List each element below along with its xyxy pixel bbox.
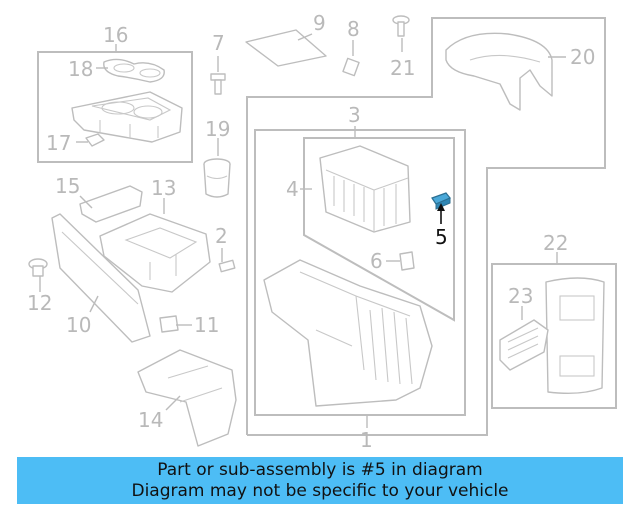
callout-12: 12 bbox=[27, 291, 52, 315]
leader-10 bbox=[89, 295, 99, 313]
callout-20: 20 bbox=[570, 45, 595, 69]
armrest-lid-20 bbox=[445, 32, 553, 111]
leader-9 bbox=[297, 33, 313, 41]
callout-2: 2 bbox=[215, 224, 228, 248]
leader-14 bbox=[165, 395, 181, 411]
callout-13: 13 bbox=[151, 176, 176, 200]
vent-23 bbox=[499, 319, 549, 371]
callout-8: 8 bbox=[347, 17, 360, 41]
bracket-15 bbox=[79, 185, 143, 223]
bolt-8 bbox=[342, 57, 360, 77]
storage-bin-3 bbox=[319, 145, 411, 233]
callout-14: 14 bbox=[138, 408, 163, 432]
callout-7: 7 bbox=[212, 31, 225, 55]
bin-subassembly-outline bbox=[303, 137, 455, 322]
callout-3: 3 bbox=[348, 103, 361, 127]
rear-vent-panel-22 bbox=[545, 277, 605, 395]
callout-1: 1 bbox=[360, 428, 373, 452]
group-22-outline bbox=[491, 263, 617, 409]
callout-4: 4 bbox=[286, 177, 299, 201]
callout-21: 21 bbox=[390, 56, 415, 80]
banner-line-disclaimer: Diagram may not be specific to your vehi… bbox=[131, 480, 509, 501]
pad-9 bbox=[245, 29, 327, 67]
arrow-5 bbox=[437, 203, 445, 224]
callout-16: 16 bbox=[103, 23, 128, 47]
callout-5: 5 bbox=[435, 225, 448, 249]
callout-18: 18 bbox=[68, 57, 93, 81]
main-assembly-outline bbox=[246, 17, 606, 436]
console-body-1 bbox=[263, 259, 433, 407]
cupholder-mat bbox=[103, 58, 165, 83]
group-16-outline bbox=[37, 51, 193, 163]
callout-9: 9 bbox=[313, 11, 326, 35]
cup-19 bbox=[203, 158, 231, 198]
callout-15: 15 bbox=[55, 174, 80, 198]
side-panel-10 bbox=[51, 213, 151, 343]
callout-23: 23 bbox=[508, 284, 533, 308]
callout-22: 22 bbox=[543, 231, 568, 255]
callout-6: 6 bbox=[370, 249, 383, 273]
clip-17 bbox=[85, 133, 105, 147]
bracket-13 bbox=[99, 213, 211, 293]
console-box-outline bbox=[254, 129, 466, 416]
bolt-12 bbox=[28, 258, 48, 277]
screw-21 bbox=[392, 15, 410, 37]
callout-19: 19 bbox=[205, 117, 230, 141]
screw-7 bbox=[210, 73, 226, 95]
clip-6 bbox=[399, 251, 415, 271]
callout-10: 10 bbox=[66, 313, 91, 337]
callout-17: 17 bbox=[46, 131, 71, 155]
callout-11: 11 bbox=[194, 313, 219, 337]
banner-line-part: Part or sub-assembly is #5 in diagram bbox=[157, 459, 483, 480]
cover-14 bbox=[137, 349, 237, 447]
info-banner: Part or sub-assembly is #5 in diagram Di… bbox=[17, 457, 623, 504]
bolt-2 bbox=[218, 259, 236, 273]
leader-15 bbox=[79, 195, 93, 209]
cupholder-assembly bbox=[71, 91, 183, 143]
clip-11 bbox=[159, 315, 179, 333]
